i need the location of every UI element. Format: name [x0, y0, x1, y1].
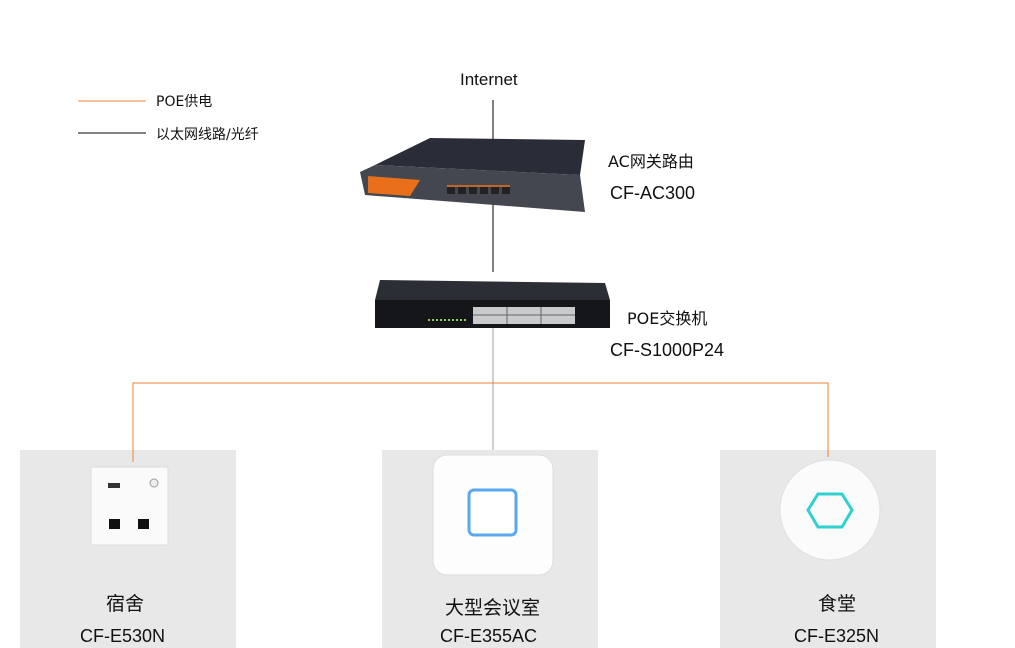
switch-model: CF-S1000P24: [610, 340, 725, 360]
poe-switch-image: [375, 280, 610, 328]
router-image: [360, 138, 585, 212]
legend-poe-label: POE供电: [156, 94, 213, 110]
device-name-dorm: 宿舍: [106, 593, 145, 615]
poe-line: [132, 382, 829, 462]
wall-ap-image: [90, 466, 169, 546]
device-name-meeting-room: 大型会议室: [445, 597, 541, 619]
internet-label: Internet: [460, 70, 518, 89]
switch-name: POE交换机: [627, 309, 708, 328]
ceiling-ap-image: [432, 454, 554, 576]
round-ap-image: [779, 459, 881, 561]
router-model: CF-AC300: [610, 183, 696, 203]
device-name-canteen: 食堂: [818, 593, 857, 615]
legend-ethernet-label: 以太网线路/光纤: [156, 127, 259, 143]
device-model-canteen: CF-E325N: [794, 626, 880, 646]
router-name: AC网关路由: [608, 152, 694, 171]
device-model-meeting-room: CF-E355AC: [440, 626, 538, 646]
device-model-dorm: CF-E530N: [80, 626, 166, 646]
